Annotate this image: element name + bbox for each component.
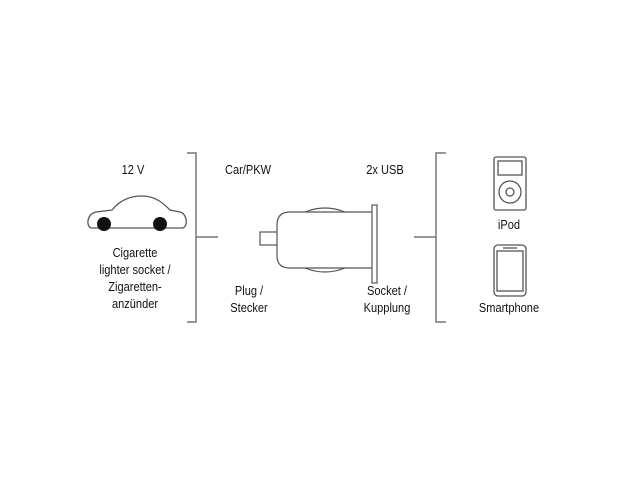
- plug-label: Plug / Stecker: [215, 282, 283, 316]
- label-line: Socket /: [367, 283, 407, 298]
- ipod-icon: [493, 156, 527, 211]
- label-line: Stecker: [230, 300, 268, 315]
- cigarette-lighter-label: Cigarette lighter socket / Zigaretten- a…: [84, 244, 186, 312]
- smartphone-icon: [493, 244, 527, 297]
- socket-label: Socket / Kupplung: [353, 282, 421, 316]
- car-charger-icon: [259, 204, 378, 284]
- car-title: Car/PKW: [224, 162, 272, 177]
- car-icon: [87, 195, 187, 231]
- voltage-label: 12 V: [121, 162, 145, 177]
- smartphone-label: Smartphone: [478, 300, 540, 315]
- right-bracket: [414, 152, 446, 323]
- label-line: Cigarette: [112, 245, 158, 260]
- label-line: lighter socket /: [99, 262, 171, 277]
- label-line: Kupplung: [363, 300, 411, 315]
- left-bracket: [187, 152, 218, 323]
- label-line: Zigaretten-: [108, 279, 162, 294]
- ipod-label: iPod: [497, 217, 521, 232]
- label-line: Plug /: [234, 283, 264, 298]
- label-line: anzünder: [111, 296, 159, 311]
- usb-label: 2x USB: [366, 162, 404, 177]
